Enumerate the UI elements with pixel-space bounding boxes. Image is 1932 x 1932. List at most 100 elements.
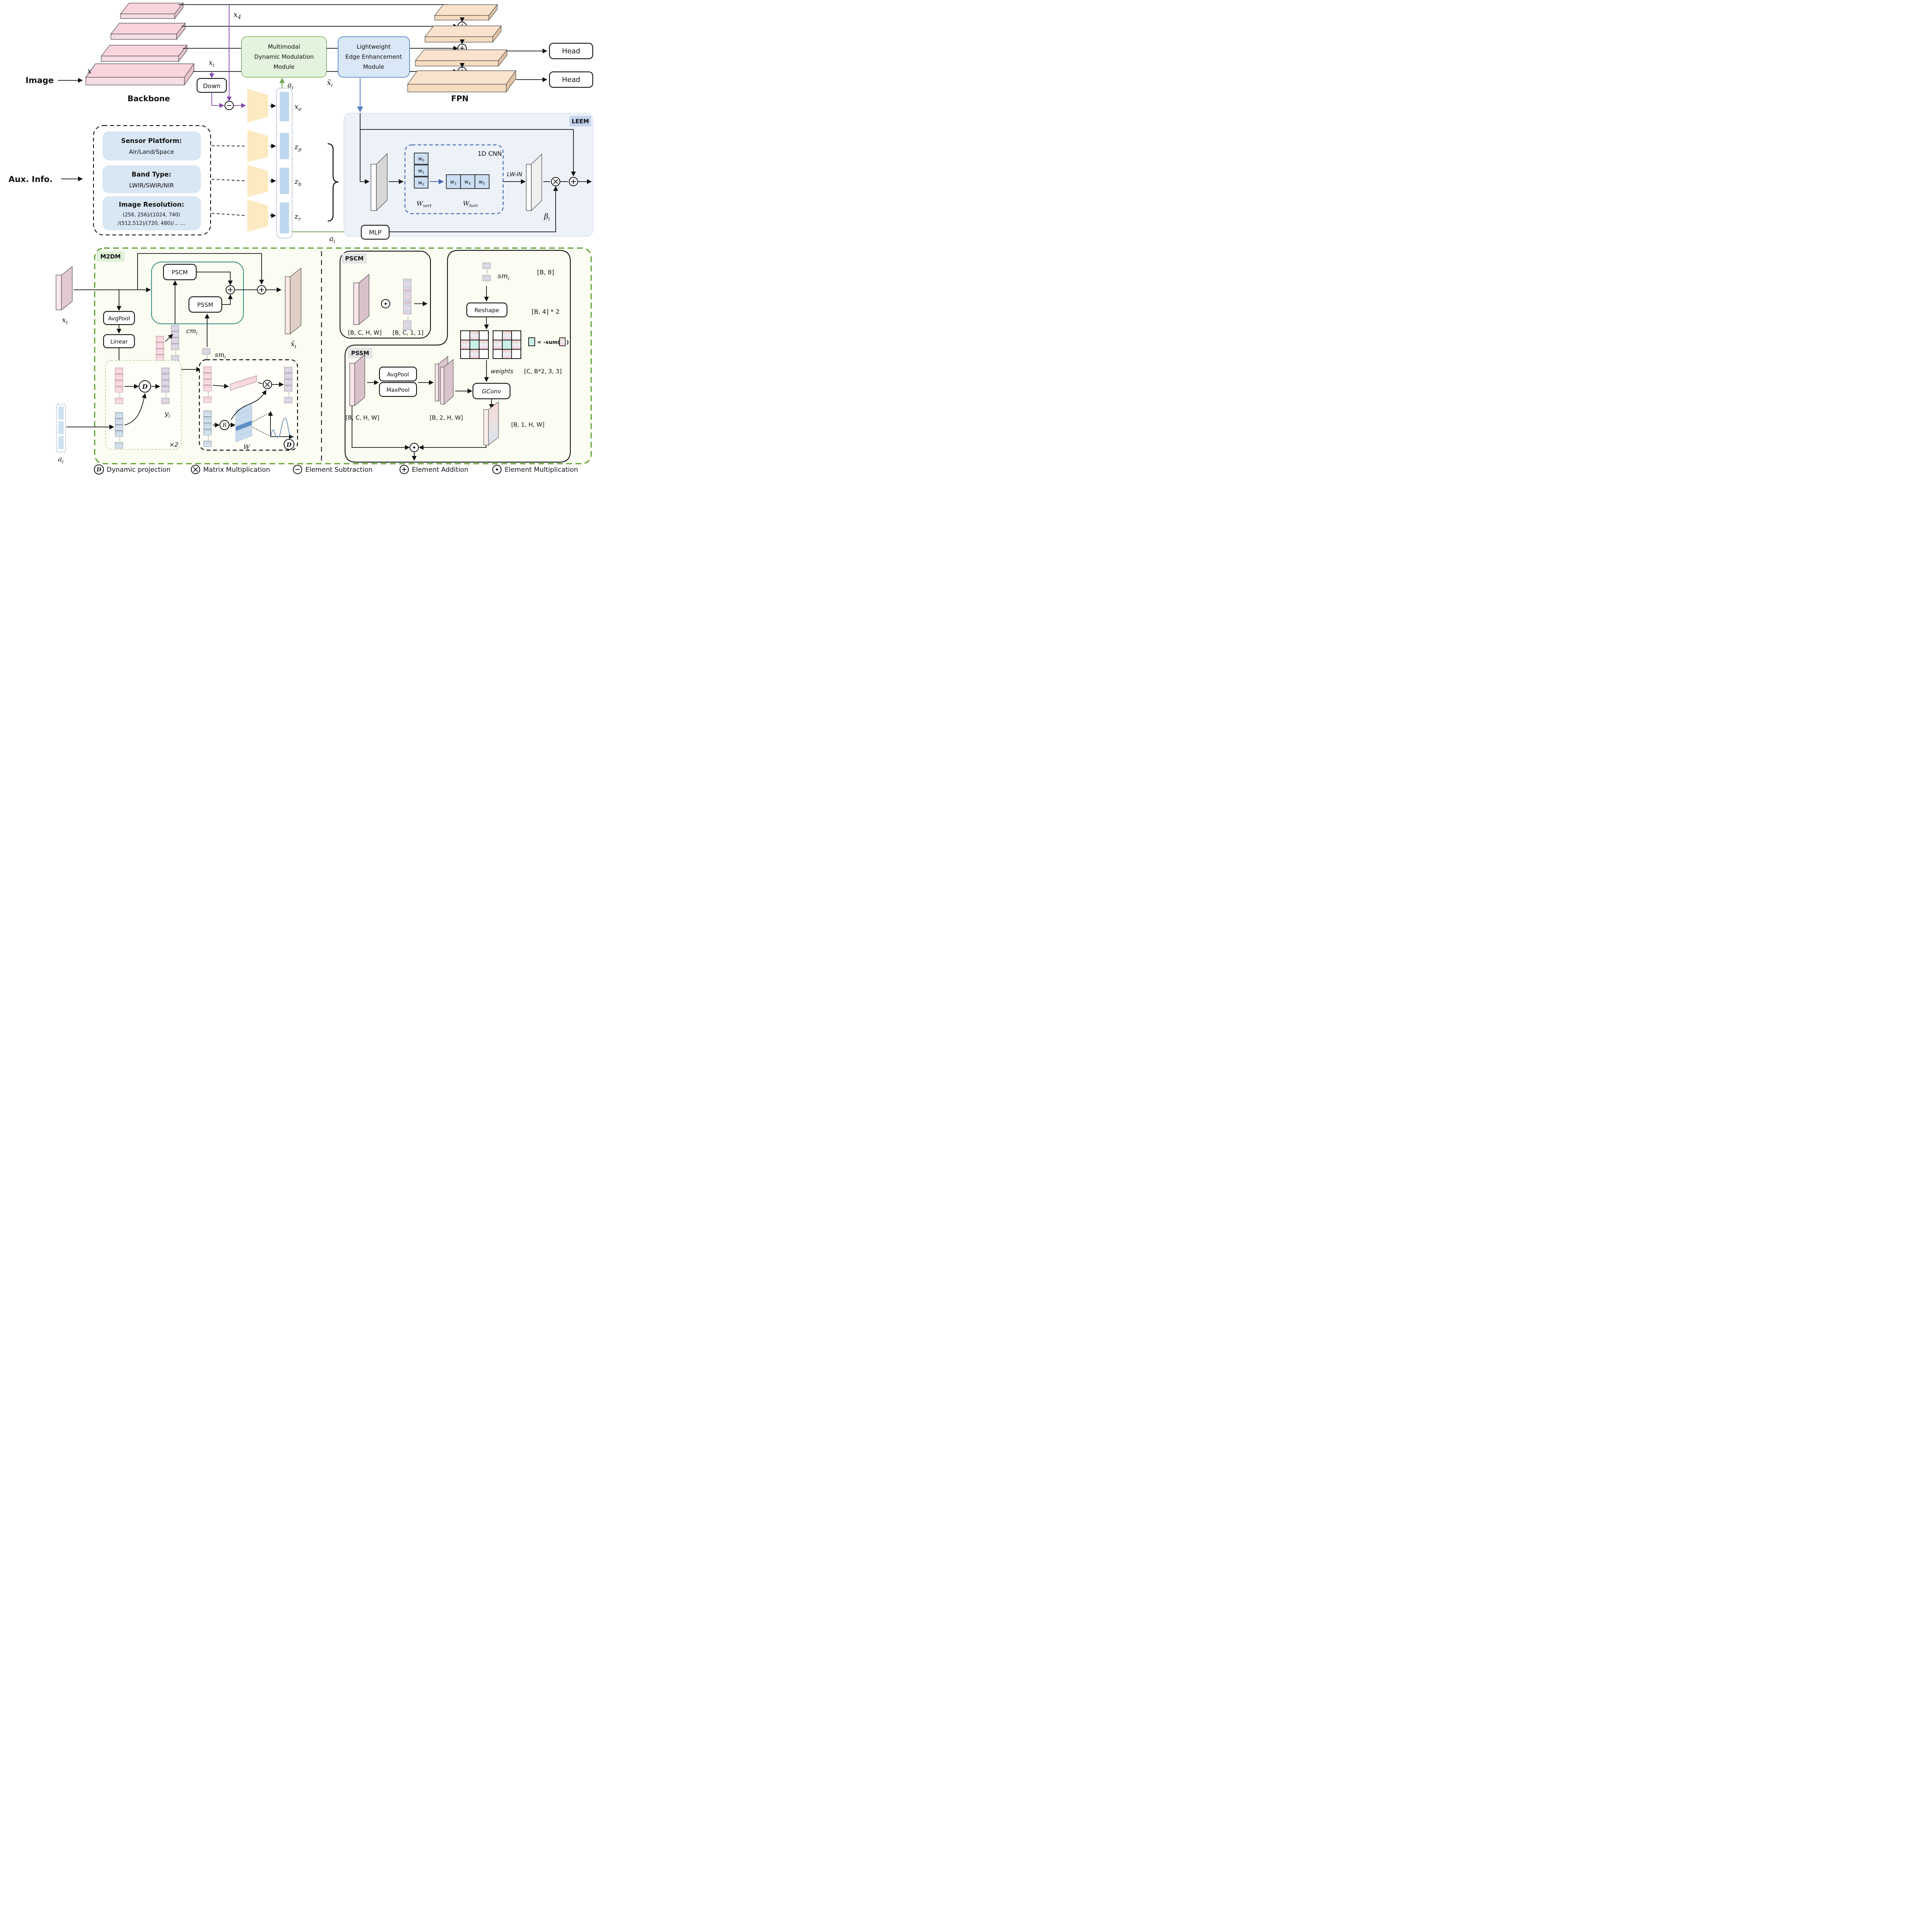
legend-subtract-icon	[293, 465, 302, 474]
embedding-bar	[276, 88, 293, 238]
zr-label: zr	[294, 212, 301, 222]
fpn-slab-4	[407, 70, 517, 93]
m2dm-ai-label: ai	[58, 455, 64, 464]
legend-d-icon	[94, 464, 104, 474]
zb-label: zb	[294, 177, 301, 187]
m2dm-xbar-label: x̄i	[291, 340, 296, 350]
fpn-slab-3	[415, 49, 508, 67]
col-smi-label: smi	[498, 272, 509, 281]
leem-add-icon	[569, 177, 578, 186]
lwin-label: LW-IN	[507, 172, 522, 178]
detail-row-vector	[230, 375, 257, 391]
ellipsis-icon: ⋮	[117, 392, 122, 398]
mlp-label: MLP	[369, 229, 382, 236]
mdmm-line1: Multimodal	[268, 43, 300, 50]
pscm-shape-vec: [B, C, 1, 1]	[393, 329, 423, 336]
ellipsis-icon: ⋮	[287, 391, 291, 397]
m2dm-xi-slab	[56, 266, 73, 311]
mdmm-box	[241, 36, 327, 78]
pscm-label: PSCM	[172, 269, 188, 276]
detail-out-stack: ⋮	[284, 367, 293, 403]
dyn-pink-stack: ⋮	[115, 367, 123, 404]
d-symbol: D	[286, 441, 291, 448]
pssm-label: PSSM	[197, 301, 213, 308]
leem-line2: Edge Enhancement	[345, 53, 402, 60]
fpn-slab-2	[424, 25, 502, 43]
maxpool-detail-box	[379, 382, 417, 397]
shape-b8: [B, 8]	[537, 269, 554, 276]
downsample-path: Down	[196, 71, 246, 110]
aux-encoder: xe zp zb zr z ai	[247, 88, 360, 245]
beta-label: βi	[544, 212, 550, 222]
w2-cell	[414, 177, 429, 189]
ellipsis-icon: ⋮	[406, 315, 410, 320]
w4-label: w4	[464, 179, 471, 186]
ellipsis-icon: ⋮	[206, 391, 211, 396]
pssm-detail: ⋮ smi [B, 8] Reshape [B, 4] * 2 = -sum( …	[344, 250, 571, 463]
sum-legend: = -sum( )	[528, 337, 569, 346]
m2dm-add-1-icon	[226, 285, 235, 294]
pscm-input-slab	[353, 274, 369, 325]
fpn-slab-1	[434, 4, 498, 21]
pssm-output-slab	[483, 401, 499, 446]
w3-label: w3	[450, 179, 456, 186]
element-subtraction-icon	[224, 101, 234, 110]
down-label: Down	[203, 82, 220, 90]
leem-module-box	[338, 36, 410, 78]
w5-cell	[474, 174, 490, 189]
xe-label: xe	[294, 102, 302, 112]
wvert-label: Wvert	[417, 200, 432, 208]
yi-stack: ⋮	[161, 367, 170, 404]
kernel-grid-1	[460, 330, 489, 359]
w-matrix-highlight-row	[235, 420, 252, 432]
detail-blue-stack: ⋮	[203, 410, 212, 447]
pscm-elemmul-icon	[381, 299, 390, 308]
embedding-seg-zp	[280, 133, 289, 159]
detail-weight-curve	[231, 389, 267, 420]
encoder-trapezoid-1	[247, 89, 268, 123]
pscm-pssm-container	[151, 261, 244, 325]
maxpool-detail-label: MaxPool	[386, 387, 410, 393]
ai-encoder-label: ai	[329, 235, 335, 245]
detail-pink-stack: ⋮	[203, 366, 212, 403]
aux-sensor-value: Air/Land/Space	[129, 148, 174, 155]
xi-label: xi	[209, 58, 214, 68]
ellipsis-icon: ⋮	[206, 435, 211, 440]
gconv-label: GConv	[482, 388, 502, 395]
leem-line1: Lightweight	[357, 43, 391, 50]
legend-element-subtraction: Element Subtraction	[305, 466, 372, 474]
leem-module: x̄i Lightweight Edge Enhancement Module	[327, 36, 458, 113]
cnn-title: 1D CNN	[478, 150, 502, 157]
linear-label: Linear	[110, 339, 128, 345]
leem-out-slab	[526, 153, 542, 211]
ai-bar-seg	[58, 421, 64, 434]
smi-label: smi	[215, 351, 226, 360]
sum-prefix: = -sum(	[537, 339, 560, 345]
pscm-detail-box	[339, 250, 431, 339]
aux-resolution-box	[102, 196, 201, 230]
cmi-stack: ⋮	[171, 325, 179, 362]
ai-bar-seg	[58, 436, 64, 449]
backbone-feature-lines: xi x4	[179, 4, 458, 102]
w5-label: w5	[479, 179, 485, 186]
pscm-detail-badge	[342, 253, 367, 264]
mdmm-line2: Dynamic Modulation	[254, 53, 314, 60]
leem-badge	[570, 116, 591, 126]
distribution-plot	[268, 411, 294, 439]
aux-sensor-title: Sensor Platform:	[121, 137, 182, 145]
m2dm-skip-line	[137, 253, 264, 290]
dyn-blue-stack: ⋮	[115, 412, 123, 449]
aux-band-title: Band Type:	[132, 171, 172, 178]
m2dm-detail: xi PSCM PSSM x̄i AvgPool Linear ⋮ cmi ⋮ …	[56, 253, 301, 464]
backbone-slab-4	[85, 63, 195, 86]
aux-resolution-title: Image Resolution:	[119, 201, 184, 208]
w4-cell	[460, 174, 475, 189]
detail-matmul-icon	[263, 380, 272, 389]
aux-resolution-line2: /(512,512)/(720, 480)/... ...	[118, 221, 185, 226]
pssm-shape-mid: [B, 2, H, W]	[430, 414, 463, 421]
embedding-seg-zr	[280, 202, 289, 233]
encoder-trapezoid-4	[247, 199, 268, 232]
head2-box	[549, 71, 594, 88]
w1-label: w1	[418, 168, 424, 175]
backbone-slab-1	[120, 2, 184, 19]
